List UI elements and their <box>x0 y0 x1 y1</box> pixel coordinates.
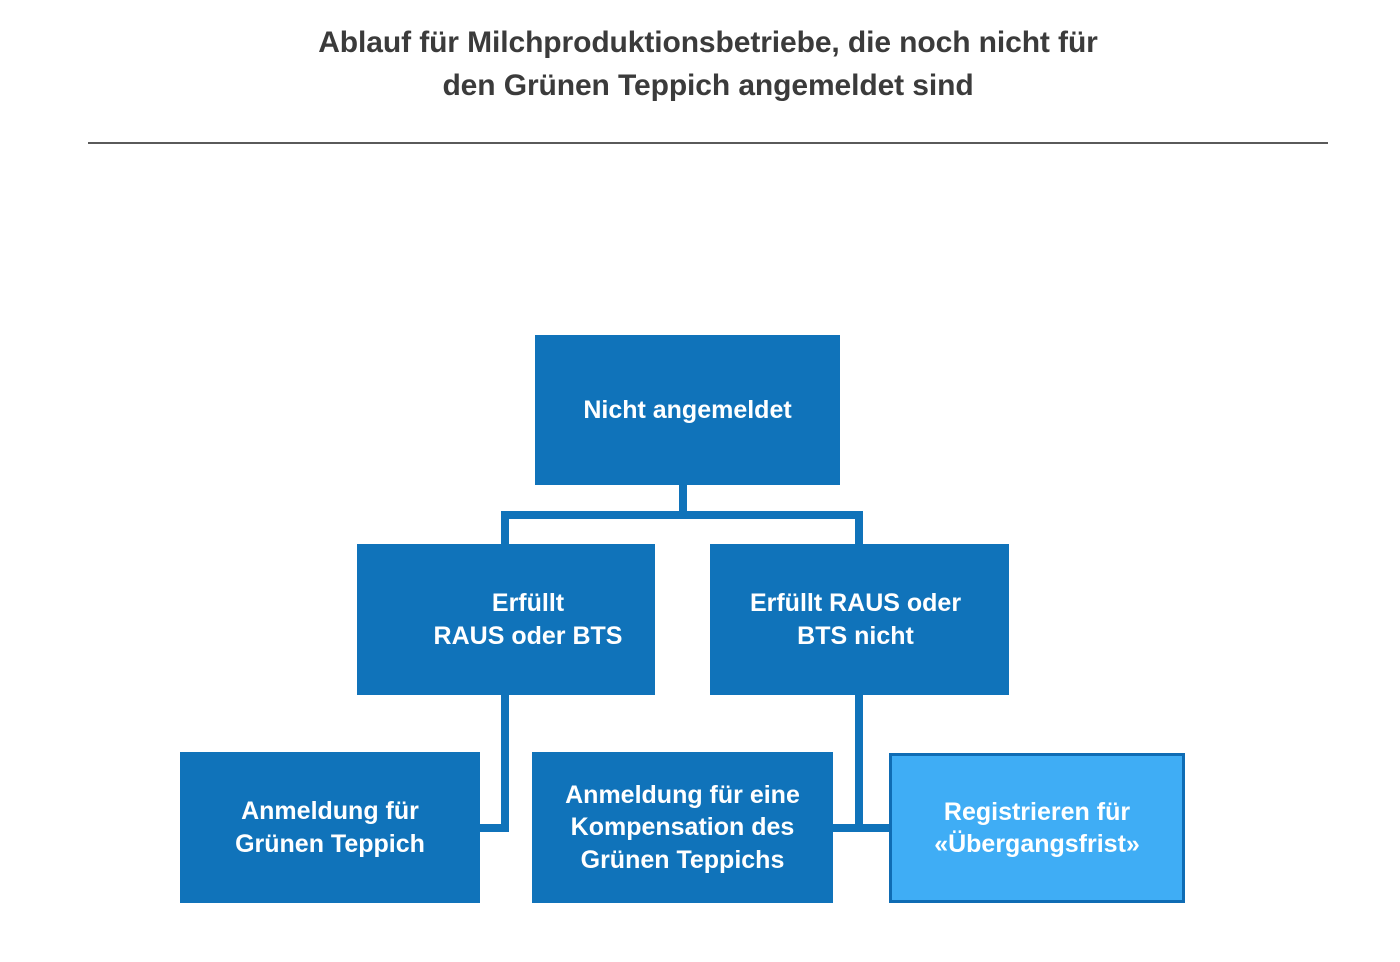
title-divider <box>88 142 1328 144</box>
node-anmeldung-gruenen-teppich-label: Anmeldung für Grünen Teppich <box>235 797 425 858</box>
node-erfuellt-raus-oder-bts-nicht[interactable]: Erfüllt RAUS oder BTS nicht <box>710 544 1009 695</box>
connector-erfuellt-stem <box>501 690 509 832</box>
node-erfuellt-raus-oder-bts[interactable]: Erfüllt RAUS oder BTS <box>357 544 655 695</box>
connector-bus-to-right <box>855 511 863 551</box>
node-nicht-angemeldet-label: Nicht angemeldet <box>583 395 792 424</box>
connector-nicht-erfuellt-stem <box>855 690 863 832</box>
node-nicht-angemeldet[interactable]: Nicht angemeldet <box>535 335 840 485</box>
node-registrieren-uebergangsfrist[interactable]: Registrieren für «Übergangsfrist» <box>889 753 1185 903</box>
connector-root-stem <box>679 485 687 519</box>
node-erfuellt-raus-oder-bts-nicht-label: Erfüllt RAUS oder BTS nicht <box>749 589 962 650</box>
node-anmeldung-kompensation[interactable]: Anmeldung für eine Kompensation des Grün… <box>532 752 833 903</box>
node-registrieren-uebergangsfrist-label: Registrieren für «Übergangsfrist» <box>934 797 1140 859</box>
connector-root-bus <box>501 511 863 519</box>
page-title: Ablauf für Milchproduktionsbetriebe, die… <box>318 26 1098 102</box>
connector-bottom-bus <box>829 824 893 832</box>
connector-bus-to-left <box>501 511 509 551</box>
connector-erfuellt-elbow <box>474 824 508 832</box>
node-anmeldung-gruenen-teppich[interactable]: Anmeldung für Grünen Teppich <box>180 752 480 903</box>
node-anmeldung-kompensation-label: Anmeldung für eine Kompensation des Grün… <box>565 780 800 874</box>
node-erfuellt-raus-oder-bts-label: Erfüllt RAUS oder BTS <box>433 589 623 650</box>
